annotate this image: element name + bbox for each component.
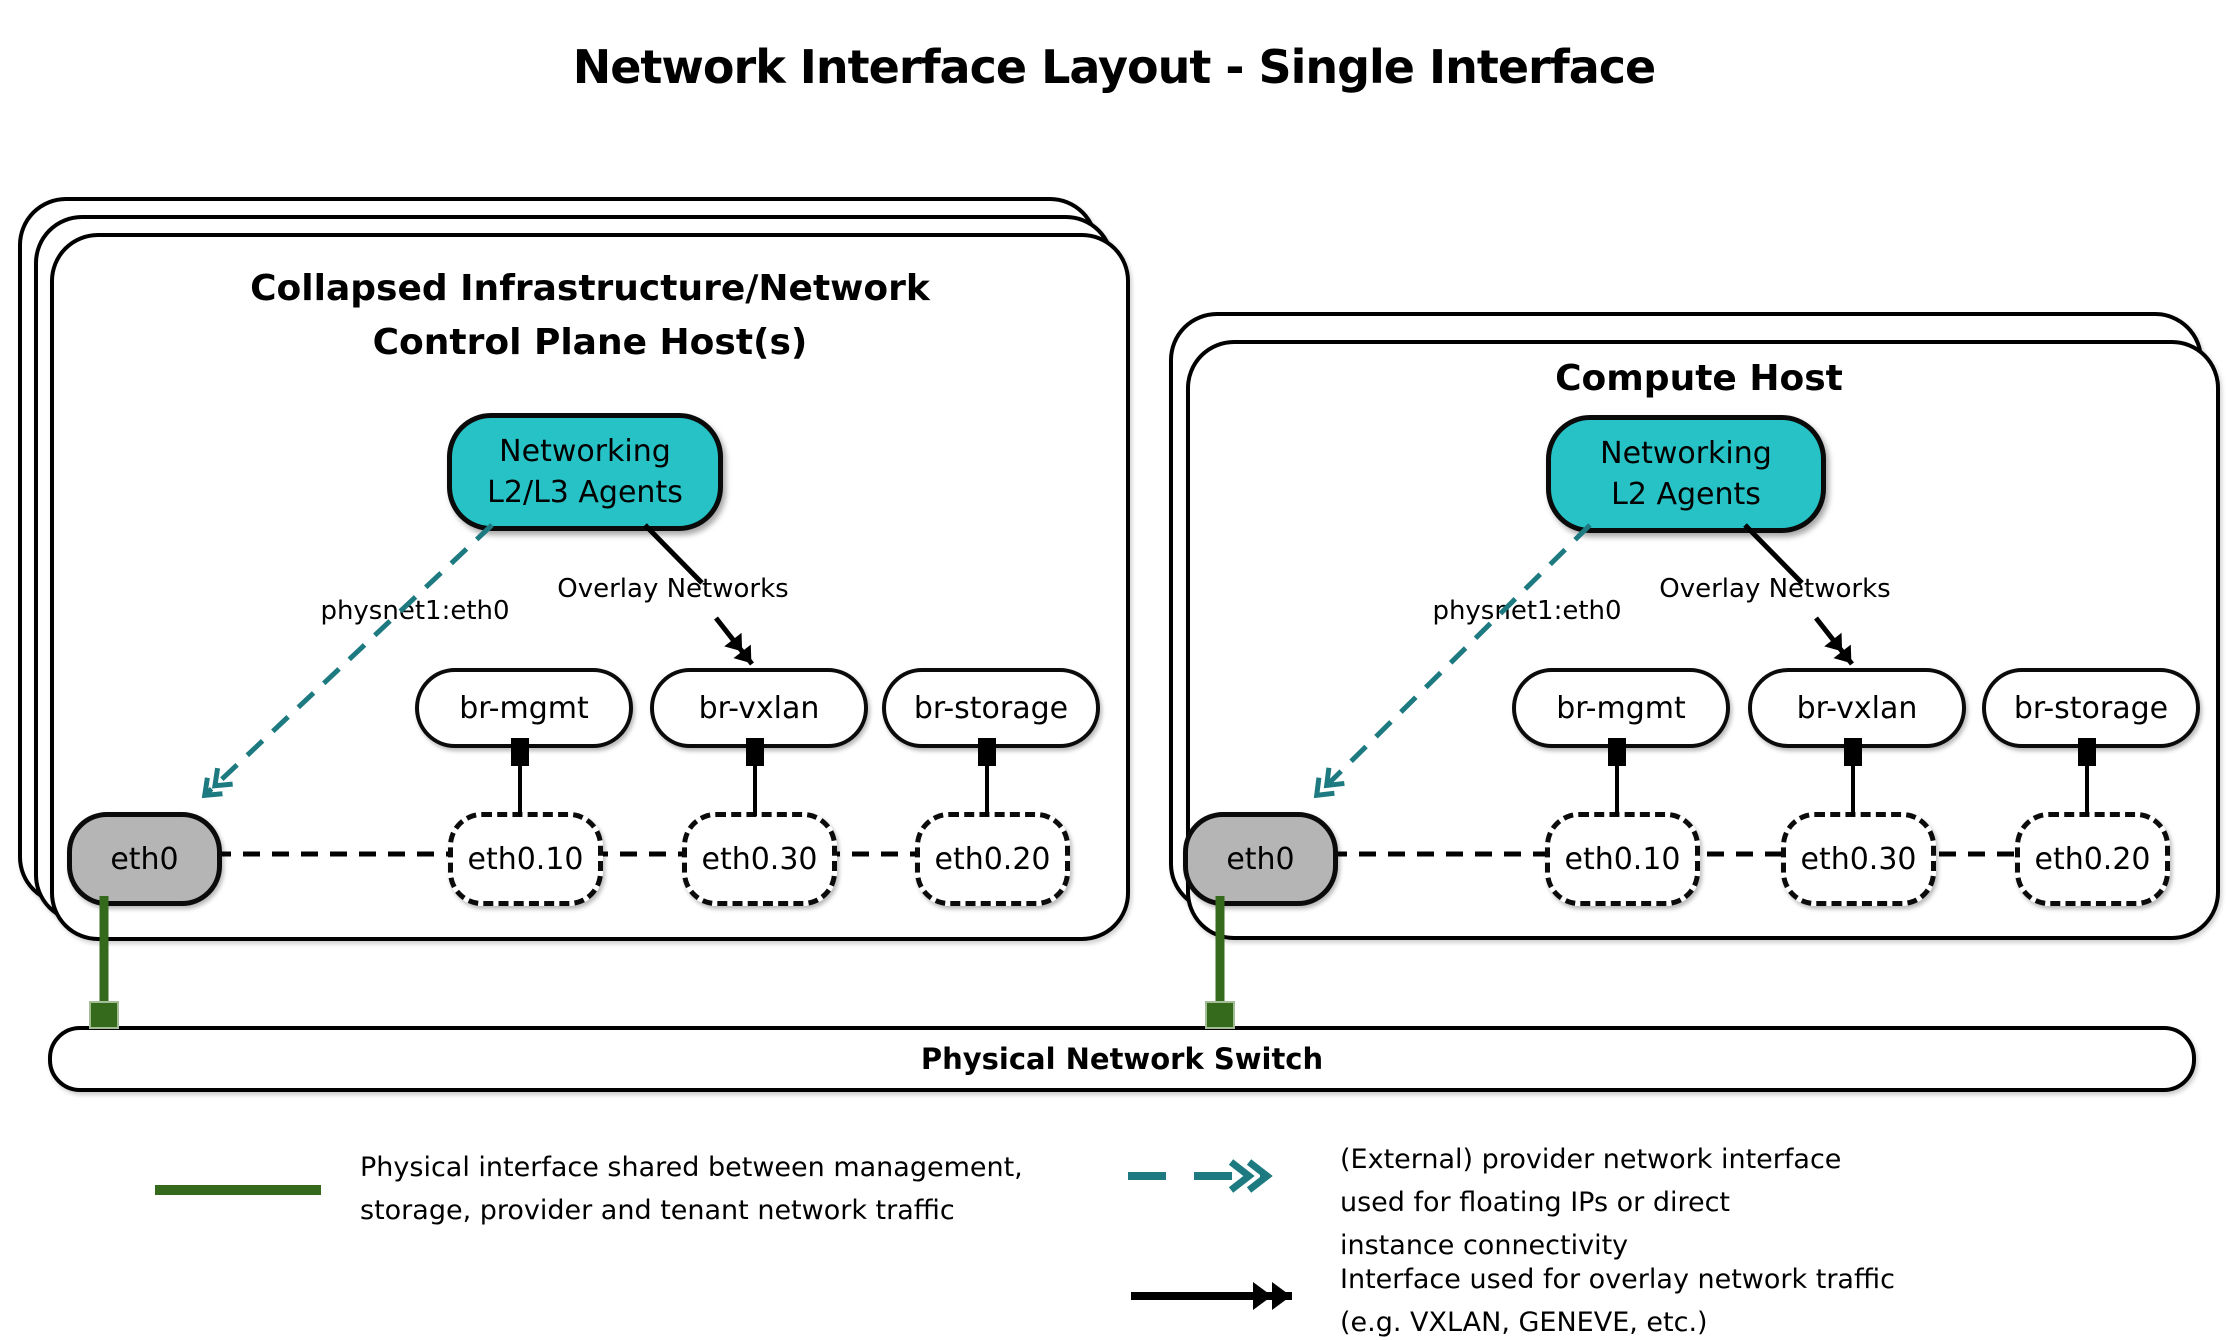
legend-overlay-interface-text: Interface used for overlay network traff… [1340,1258,1895,1340]
compute-host-title-line1: Compute Host [1555,358,1843,399]
legend-physical-interface-text: Physical interface shared between manage… [360,1146,1023,1232]
diagram-title: Network Interface Layout - Single Interf… [572,40,1657,94]
control-bridge-br-storage: br-storage [882,668,1100,748]
compute-bridge-br-storage: br-storage [1982,668,2200,748]
switch-label: Physical Network Switch [920,1042,1324,1076]
control-host-title-line1: Collapsed Infrastructure/Network [250,268,930,309]
legend-provider-interface-text: (External) provider network interface us… [1340,1138,1841,1267]
control-provider-arrow-label: physnet1:eth0 [320,596,510,626]
compute-vlan-eth0-30: eth0.30 [1781,812,1936,906]
physical-network-switch-bar: Physical Network Switch [48,1026,2196,1092]
legend-provider-line1: (External) provider network interface [1340,1144,1842,1175]
control-eth0-node: eth0 [67,812,222,906]
compute-provider-arrow-label: physnet1:eth0 [1432,596,1622,626]
control-agent-line2: L2/L3 Agents [487,475,683,510]
legend-provider-line2: used for floating IPs or direct [1340,1187,1731,1218]
control-agent-line1: Networking [499,434,671,469]
control-vlan-eth0-30: eth0.30 [682,812,837,906]
control-host-title: Collapsed Infrastructure/Network Control… [90,262,1090,370]
compute-bridge-br-mgmt: br-mgmt [1512,668,1730,748]
control-networking-agents-node: Networking L2/L3 Agents [447,413,723,531]
compute-host-title: Compute Host [1199,352,2199,406]
compute-agent-line1: Networking [1600,436,1772,471]
compute-eth0-node: eth0 [1183,812,1338,906]
legend-physical-line1: Physical interface shared between manage… [360,1152,1023,1183]
control-overlay-arrow-label: Overlay Networks [557,574,789,604]
control-bridge-br-vxlan: br-vxlan [650,668,868,748]
control-bridge-br-mgmt: br-mgmt [415,668,633,748]
compute-overlay-arrow-label: Overlay Networks [1659,574,1891,604]
control-host-title-line2: Control Plane Host(s) [372,322,808,363]
legend-provider-line3: instance connectivity [1340,1230,1629,1261]
compute-networking-agents-node: Networking L2 Agents [1546,415,1826,533]
compute-vlan-eth0-20: eth0.20 [2015,812,2170,906]
control-vlan-eth0-20: eth0.20 [915,812,1070,906]
legend-overlay-line2: (e.g. VXLAN, GENEVE, etc.) [1340,1307,1708,1338]
legend-overlay-line1: Interface used for overlay network traff… [1340,1264,1895,1295]
legend-physical-line2: storage, provider and tenant network tra… [360,1195,955,1226]
compute-vlan-eth0-10: eth0.10 [1545,812,1700,906]
compute-bridge-br-vxlan: br-vxlan [1748,668,1966,748]
compute-agent-line2: L2 Agents [1611,477,1761,512]
control-vlan-eth0-10: eth0.10 [448,812,603,906]
